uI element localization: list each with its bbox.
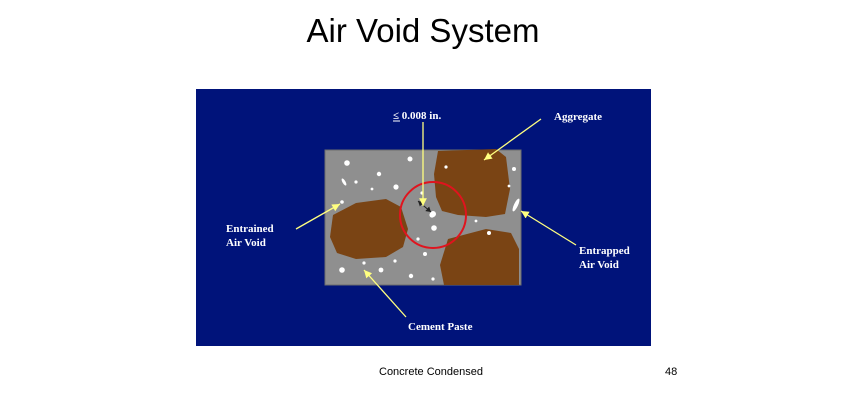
aggregate-top-right xyxy=(434,149,510,217)
aggregate-arrow xyxy=(483,118,542,161)
entrapped-air-void-small xyxy=(341,178,347,186)
entrained-air-voids xyxy=(339,156,516,281)
entrained-air-void-arrow xyxy=(295,203,341,230)
entrapped-air-void-arrow xyxy=(520,210,577,246)
aggregate-label: Aggregate xyxy=(554,111,602,123)
slide-title: Air Void System xyxy=(306,12,540,49)
cement-paste-label: Cement Paste xyxy=(408,321,473,333)
cement-paste-arrow xyxy=(363,269,407,318)
aggregate-left xyxy=(330,199,408,259)
entrapped-air-void xyxy=(512,198,520,212)
footer-text: Concrete Condensed xyxy=(379,366,483,378)
air-void-diagram: ≤ 0.008 in. Aggregate Entrained Air Void… xyxy=(196,89,651,346)
spacing-factor-circle xyxy=(399,181,467,249)
entrained-air-void-label-line1: Entrained xyxy=(226,223,274,235)
entrained-air-void-label-line2: Air Void xyxy=(226,237,266,249)
aggregate-bottom-right xyxy=(440,229,519,285)
entrapped-air-void-label-line2: Air Void xyxy=(579,259,619,271)
slide-number: 48 xyxy=(665,366,678,378)
spacing-factor-label: ≤ 0.008 in. xyxy=(393,110,441,122)
entrapped-air-void-label-line1: Entrapped xyxy=(579,245,630,257)
